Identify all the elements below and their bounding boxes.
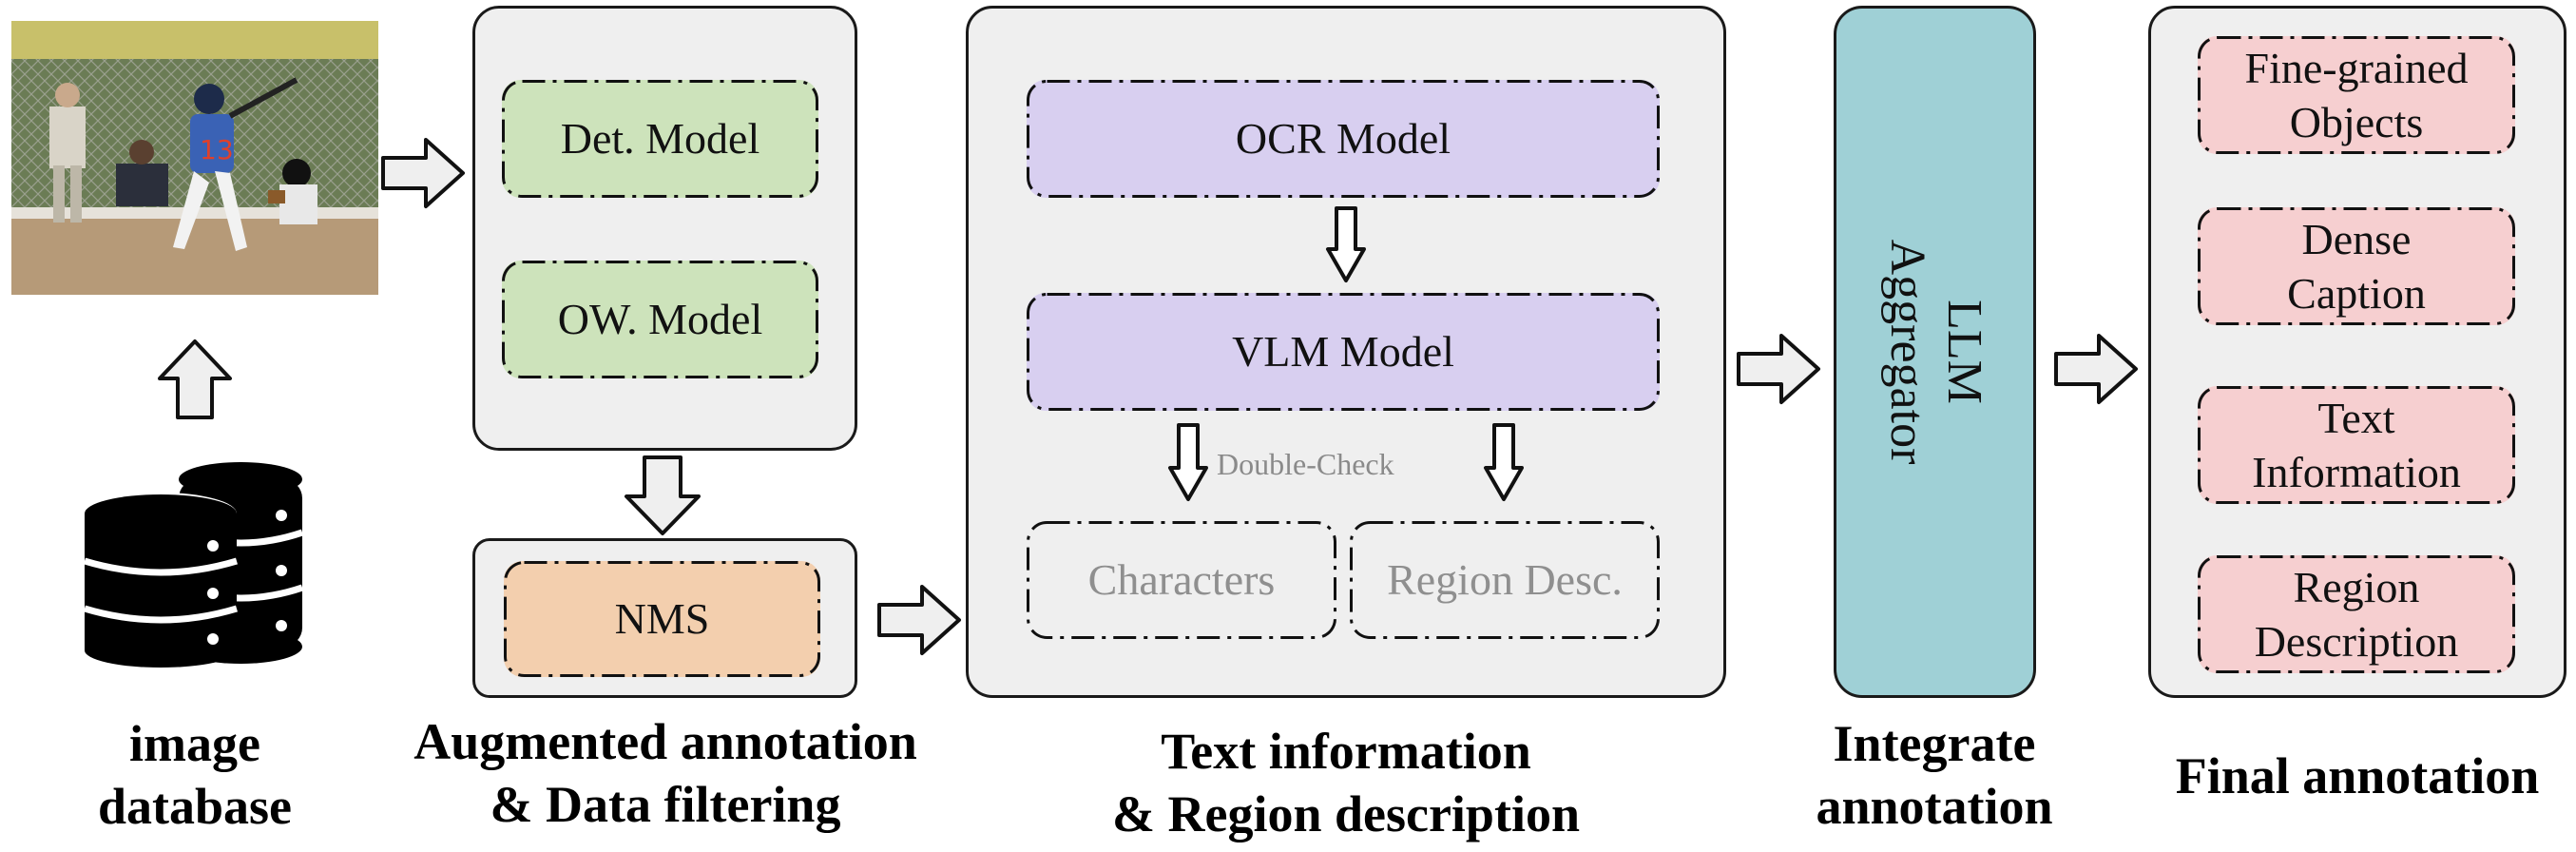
integrate-annotation-label: Integrate annotation bbox=[1778, 713, 2091, 839]
augmented-annotation-label: Augmented annotation & Data filtering bbox=[390, 711, 941, 837]
arrow-right-icon bbox=[2054, 334, 2138, 404]
final-item-line2: Description bbox=[2254, 617, 2459, 666]
vlm-model-label: VLM Model bbox=[1232, 327, 1454, 377]
image-database-label-line1: image bbox=[129, 715, 260, 772]
ow-model-label: OW. Model bbox=[557, 295, 763, 344]
region-desc-label: Region Desc. bbox=[1387, 555, 1623, 605]
arrow-right-icon bbox=[381, 138, 465, 208]
vlm-model-box: VLM Model bbox=[1027, 293, 1660, 411]
integrate-label-line1: Integrate bbox=[1833, 715, 2036, 772]
characters-label: Characters bbox=[1087, 555, 1276, 605]
llm-aggregator-box: LLM Aggregator bbox=[1834, 6, 2036, 698]
nms-label: NMS bbox=[614, 594, 710, 644]
arrow-right-icon bbox=[877, 585, 961, 655]
final-item-line1: Text bbox=[2317, 393, 2395, 442]
llm-line2: Aggregator bbox=[1879, 239, 1934, 465]
arrow-down-icon bbox=[1326, 206, 1366, 282]
final-item-dense-caption: Dense Caption bbox=[2198, 207, 2515, 325]
final-item-fine-grained-objects: Fine-grained Objects bbox=[2198, 36, 2515, 154]
augmented-label-line2: & Data filtering bbox=[490, 775, 841, 833]
ow-model-box: OW. Model bbox=[502, 261, 818, 378]
integrate-label-line2: annotation bbox=[1816, 777, 2053, 835]
nms-box: NMS bbox=[504, 561, 820, 677]
final-item-region-description: Region Description bbox=[2198, 555, 2515, 673]
region-desc-box: Region Desc. bbox=[1350, 521, 1660, 639]
final-item-line1: Dense bbox=[2301, 214, 2412, 263]
llm-line1: LLM bbox=[1936, 300, 1991, 404]
arrow-right-icon bbox=[1737, 334, 1820, 404]
det-model-label: Det. Model bbox=[560, 114, 760, 164]
image-database-label: image database bbox=[38, 713, 352, 839]
sample-photo: 13 bbox=[11, 21, 378, 295]
final-annotation-label-text: Final annotation bbox=[2175, 747, 2540, 804]
final-item-line2: Caption bbox=[2287, 269, 2426, 318]
final-annotation-label: Final annotation bbox=[2139, 746, 2576, 808]
arrow-down-icon bbox=[625, 455, 701, 535]
text-region-label-line2: & Region description bbox=[1112, 784, 1580, 842]
final-item-line1: Region bbox=[2293, 562, 2420, 611]
ocr-model-label: OCR Model bbox=[1235, 114, 1451, 164]
final-item-text-information: Text Information bbox=[2198, 386, 2515, 504]
arrow-down-icon bbox=[1484, 423, 1524, 501]
baseball-photo-icon: 13 bbox=[11, 21, 378, 295]
svg-text:13: 13 bbox=[200, 134, 234, 165]
text-region-label-line1: Text information bbox=[1161, 723, 1531, 780]
final-item-label: Text Information bbox=[2252, 391, 2461, 500]
arrow-down-icon bbox=[1168, 423, 1208, 501]
final-item-label: Fine-grained Objects bbox=[2244, 41, 2468, 150]
final-item-label: Region Description bbox=[2255, 560, 2459, 669]
database-icon bbox=[83, 462, 304, 668]
ocr-model-box: OCR Model bbox=[1027, 80, 1660, 198]
characters-box: Characters bbox=[1027, 521, 1336, 639]
det-model-box: Det. Model bbox=[502, 80, 818, 198]
final-item-line1: Fine-grained bbox=[2244, 43, 2469, 92]
double-check-label: Double-Check bbox=[1217, 447, 1394, 481]
augmented-annotation-panel bbox=[472, 6, 857, 451]
final-item-label: Dense Caption bbox=[2287, 212, 2426, 321]
augmented-label-line1: Augmented annotation bbox=[413, 713, 917, 770]
arrow-up-icon bbox=[158, 339, 232, 419]
final-item-line2: Objects bbox=[2289, 98, 2424, 146]
final-item-line2: Information bbox=[2252, 448, 2461, 496]
llm-aggregator-text: LLM Aggregator bbox=[1878, 240, 1992, 465]
image-database-label-line2: database bbox=[97, 777, 293, 835]
text-region-label: Text information & Region description bbox=[1008, 721, 1684, 846]
